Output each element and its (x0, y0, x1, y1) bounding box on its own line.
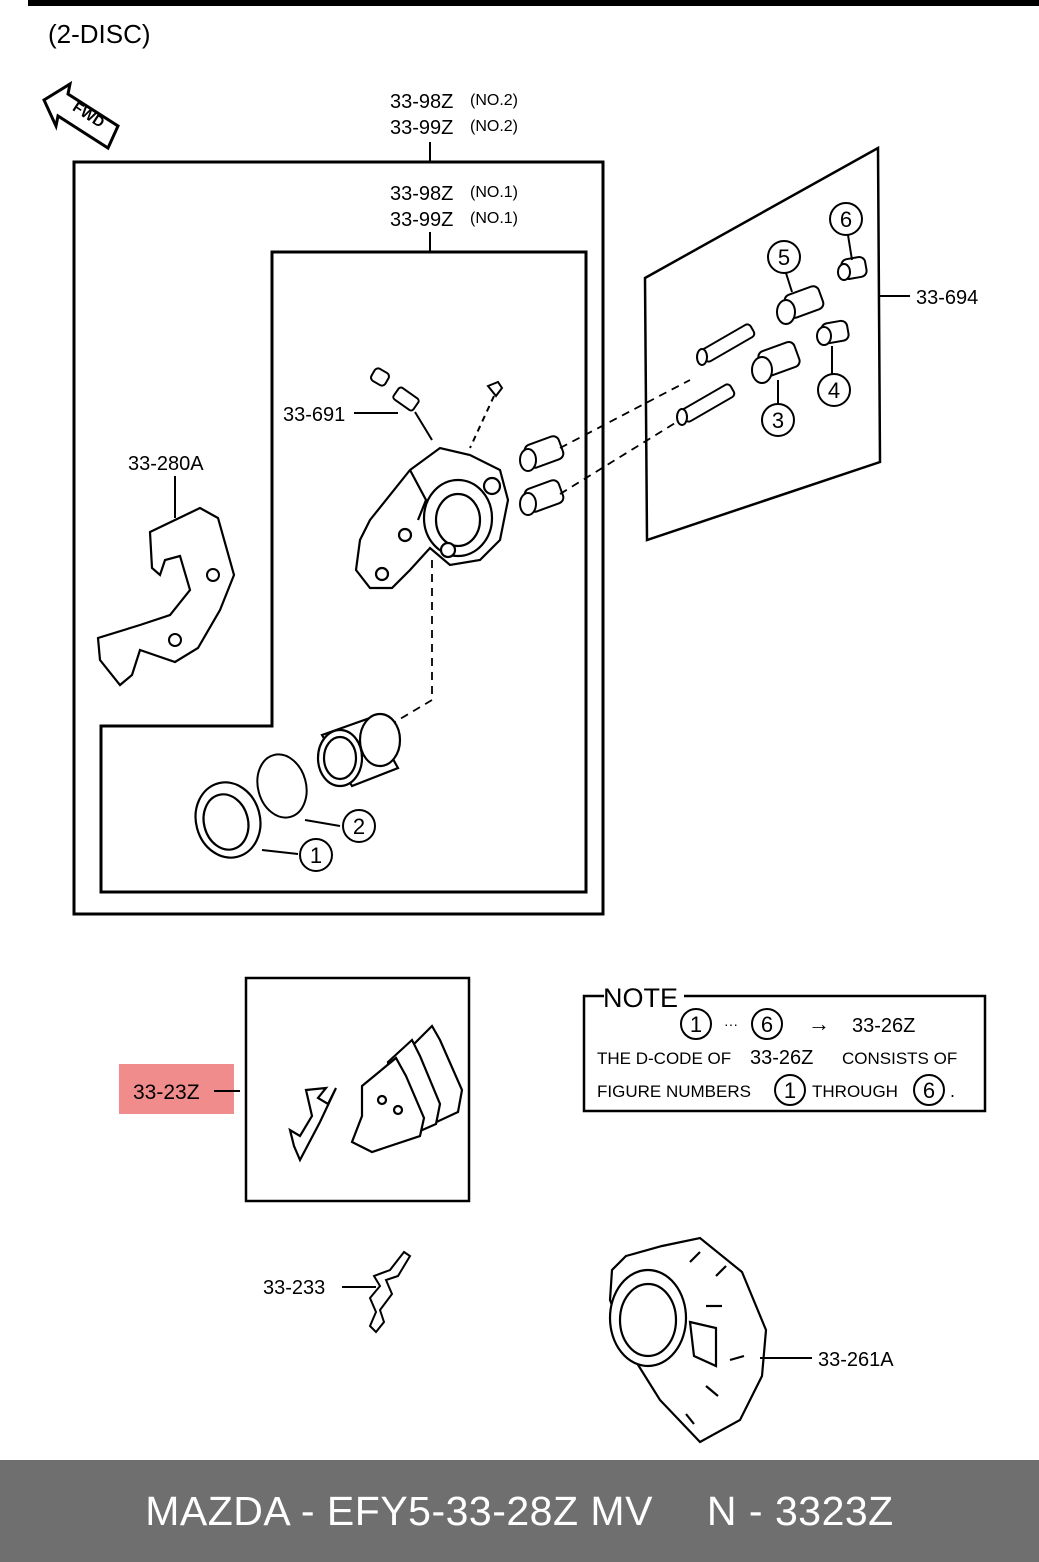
top-rule (28, 0, 1039, 6)
inner-box-label-1-qual: (NO.1) (470, 184, 518, 201)
inner-box-label-2-qual: (NO.1) (470, 210, 518, 227)
slide-pin-kit-panel (643, 145, 882, 542)
outer-box-label-2: 33-99Z (390, 117, 453, 139)
dust-shield-drawing (608, 1236, 768, 1444)
section-title: (2-DISC) (48, 19, 151, 49)
footer-left-text: MAZDA - EFY5-33-28Z MV (145, 1487, 653, 1534)
part-label-33-280a: 33-280A (128, 453, 204, 475)
brake-pad-box (244, 976, 471, 1203)
callout-1: 1 (299, 838, 333, 872)
slide-pins-drawing (676, 256, 868, 426)
note-range-end: 6 (761, 1012, 773, 1037)
svg-text:4: 4 (828, 378, 840, 403)
note-range-dots: ··· (724, 1016, 738, 1032)
brake-pads-drawing (288, 1024, 464, 1163)
note-range-start: 1 (690, 1012, 702, 1037)
note-box: NOTE 1 ··· 6 → 33-26Z THE D-CODE OF 33-2… (582, 983, 987, 1113)
callout-2: 2 (342, 809, 376, 843)
part-label-33-233: 33-233 (263, 1277, 325, 1299)
caliper-bracket-drawing (96, 506, 236, 687)
fwd-arrow-icon: FWD (42, 80, 120, 151)
outer-kit-box (72, 160, 605, 916)
highlight-33-23z (119, 1064, 234, 1114)
svg-text:2: 2 (353, 814, 365, 839)
svg-text:1: 1 (310, 843, 322, 868)
note-line2-prefix: THE D-CODE OF (597, 1049, 731, 1068)
part-label-33-694: 33-694 (916, 287, 978, 309)
bleeder-screw-drawing (370, 367, 504, 449)
svg-text:5: 5 (778, 245, 790, 270)
callout-5: 5 (767, 240, 801, 293)
parts-diagram: (2-DISC) FWD 33-98Z (NO.2) 33-99Z (NO.2)… (42, 19, 987, 1444)
outer-box-label-2-qual: (NO.2) (470, 118, 518, 135)
note-range-target: 33-26Z (852, 1015, 915, 1037)
footer-right-text: N - 3323Z (706, 1487, 894, 1534)
callout-3: 3 (761, 380, 795, 437)
note-line3-prefix: FIGURE NUMBERS (597, 1082, 751, 1101)
callout-6: 6 (829, 202, 863, 261)
caliper-bushings-drawing (519, 435, 565, 516)
note-line2-code: 33-26Z (750, 1047, 813, 1069)
note-line2-suffix: CONSISTS OF (842, 1049, 957, 1068)
outer-box-label-1-qual: (NO.2) (470, 92, 518, 109)
callout-4: 4 (817, 346, 851, 407)
piston-seal-drawing (256, 753, 308, 819)
inner-box-label-2: 33-99Z (390, 209, 453, 231)
piston-drawing (316, 712, 402, 788)
part-label-33-691: 33-691 (283, 404, 345, 426)
note-line3-end: 6 (923, 1078, 935, 1103)
part-label-33-261a: 33-261A (818, 1349, 894, 1371)
footer-bar: MAZDA - EFY5-33-28Z MV N - 3323Z (0, 1460, 1039, 1562)
dust-boot-drawing (194, 781, 262, 859)
note-line3-start: 1 (784, 1078, 796, 1103)
note-line3-mid: THROUGH (812, 1082, 898, 1101)
spring-clip-drawing (368, 1250, 412, 1334)
inner-box-label-1: 33-98Z (390, 183, 453, 205)
caliper-body-drawing (354, 446, 510, 590)
inner-kit-box (99, 250, 588, 894)
part-label-33-23z: 33-23Z (133, 1081, 200, 1104)
note-arrow: → (808, 1011, 830, 1036)
svg-text:3: 3 (772, 408, 784, 433)
note-title: NOTE (603, 983, 678, 1013)
note-line3-period: . (950, 1081, 955, 1101)
svg-text:6: 6 (840, 207, 852, 232)
outer-box-label-1: 33-98Z (390, 91, 453, 113)
